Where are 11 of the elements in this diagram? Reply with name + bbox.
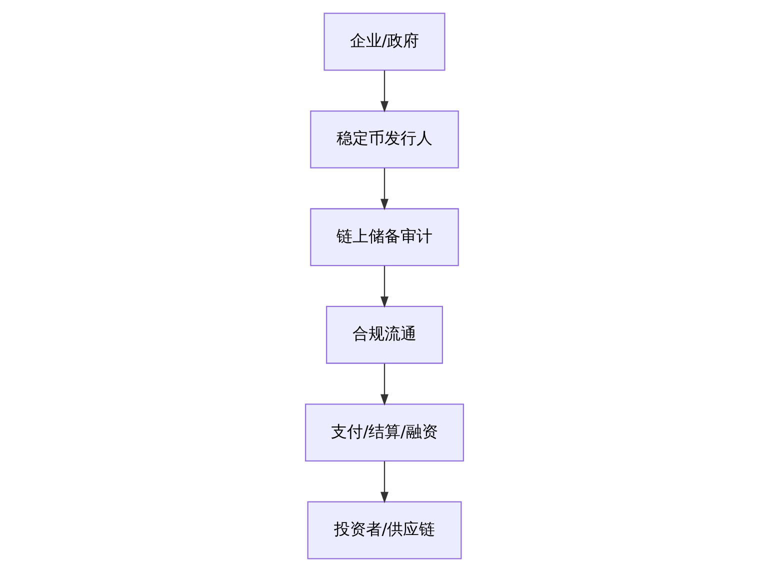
node-box: 支付/结算/融资 bbox=[304, 404, 464, 462]
node-box: 合规流通 bbox=[326, 306, 442, 364]
arrow bbox=[380, 461, 388, 504]
node-box: 投资者/供应链 bbox=[306, 501, 462, 560]
arrow bbox=[380, 266, 388, 308]
node-box: 企业/政府 bbox=[323, 12, 445, 71]
node-box: 链上储备审计 bbox=[310, 208, 458, 266]
arrow bbox=[380, 364, 388, 406]
arrow bbox=[380, 70, 388, 112]
node-box: 稳定币发行人 bbox=[310, 110, 458, 168]
arrow bbox=[380, 168, 388, 210]
